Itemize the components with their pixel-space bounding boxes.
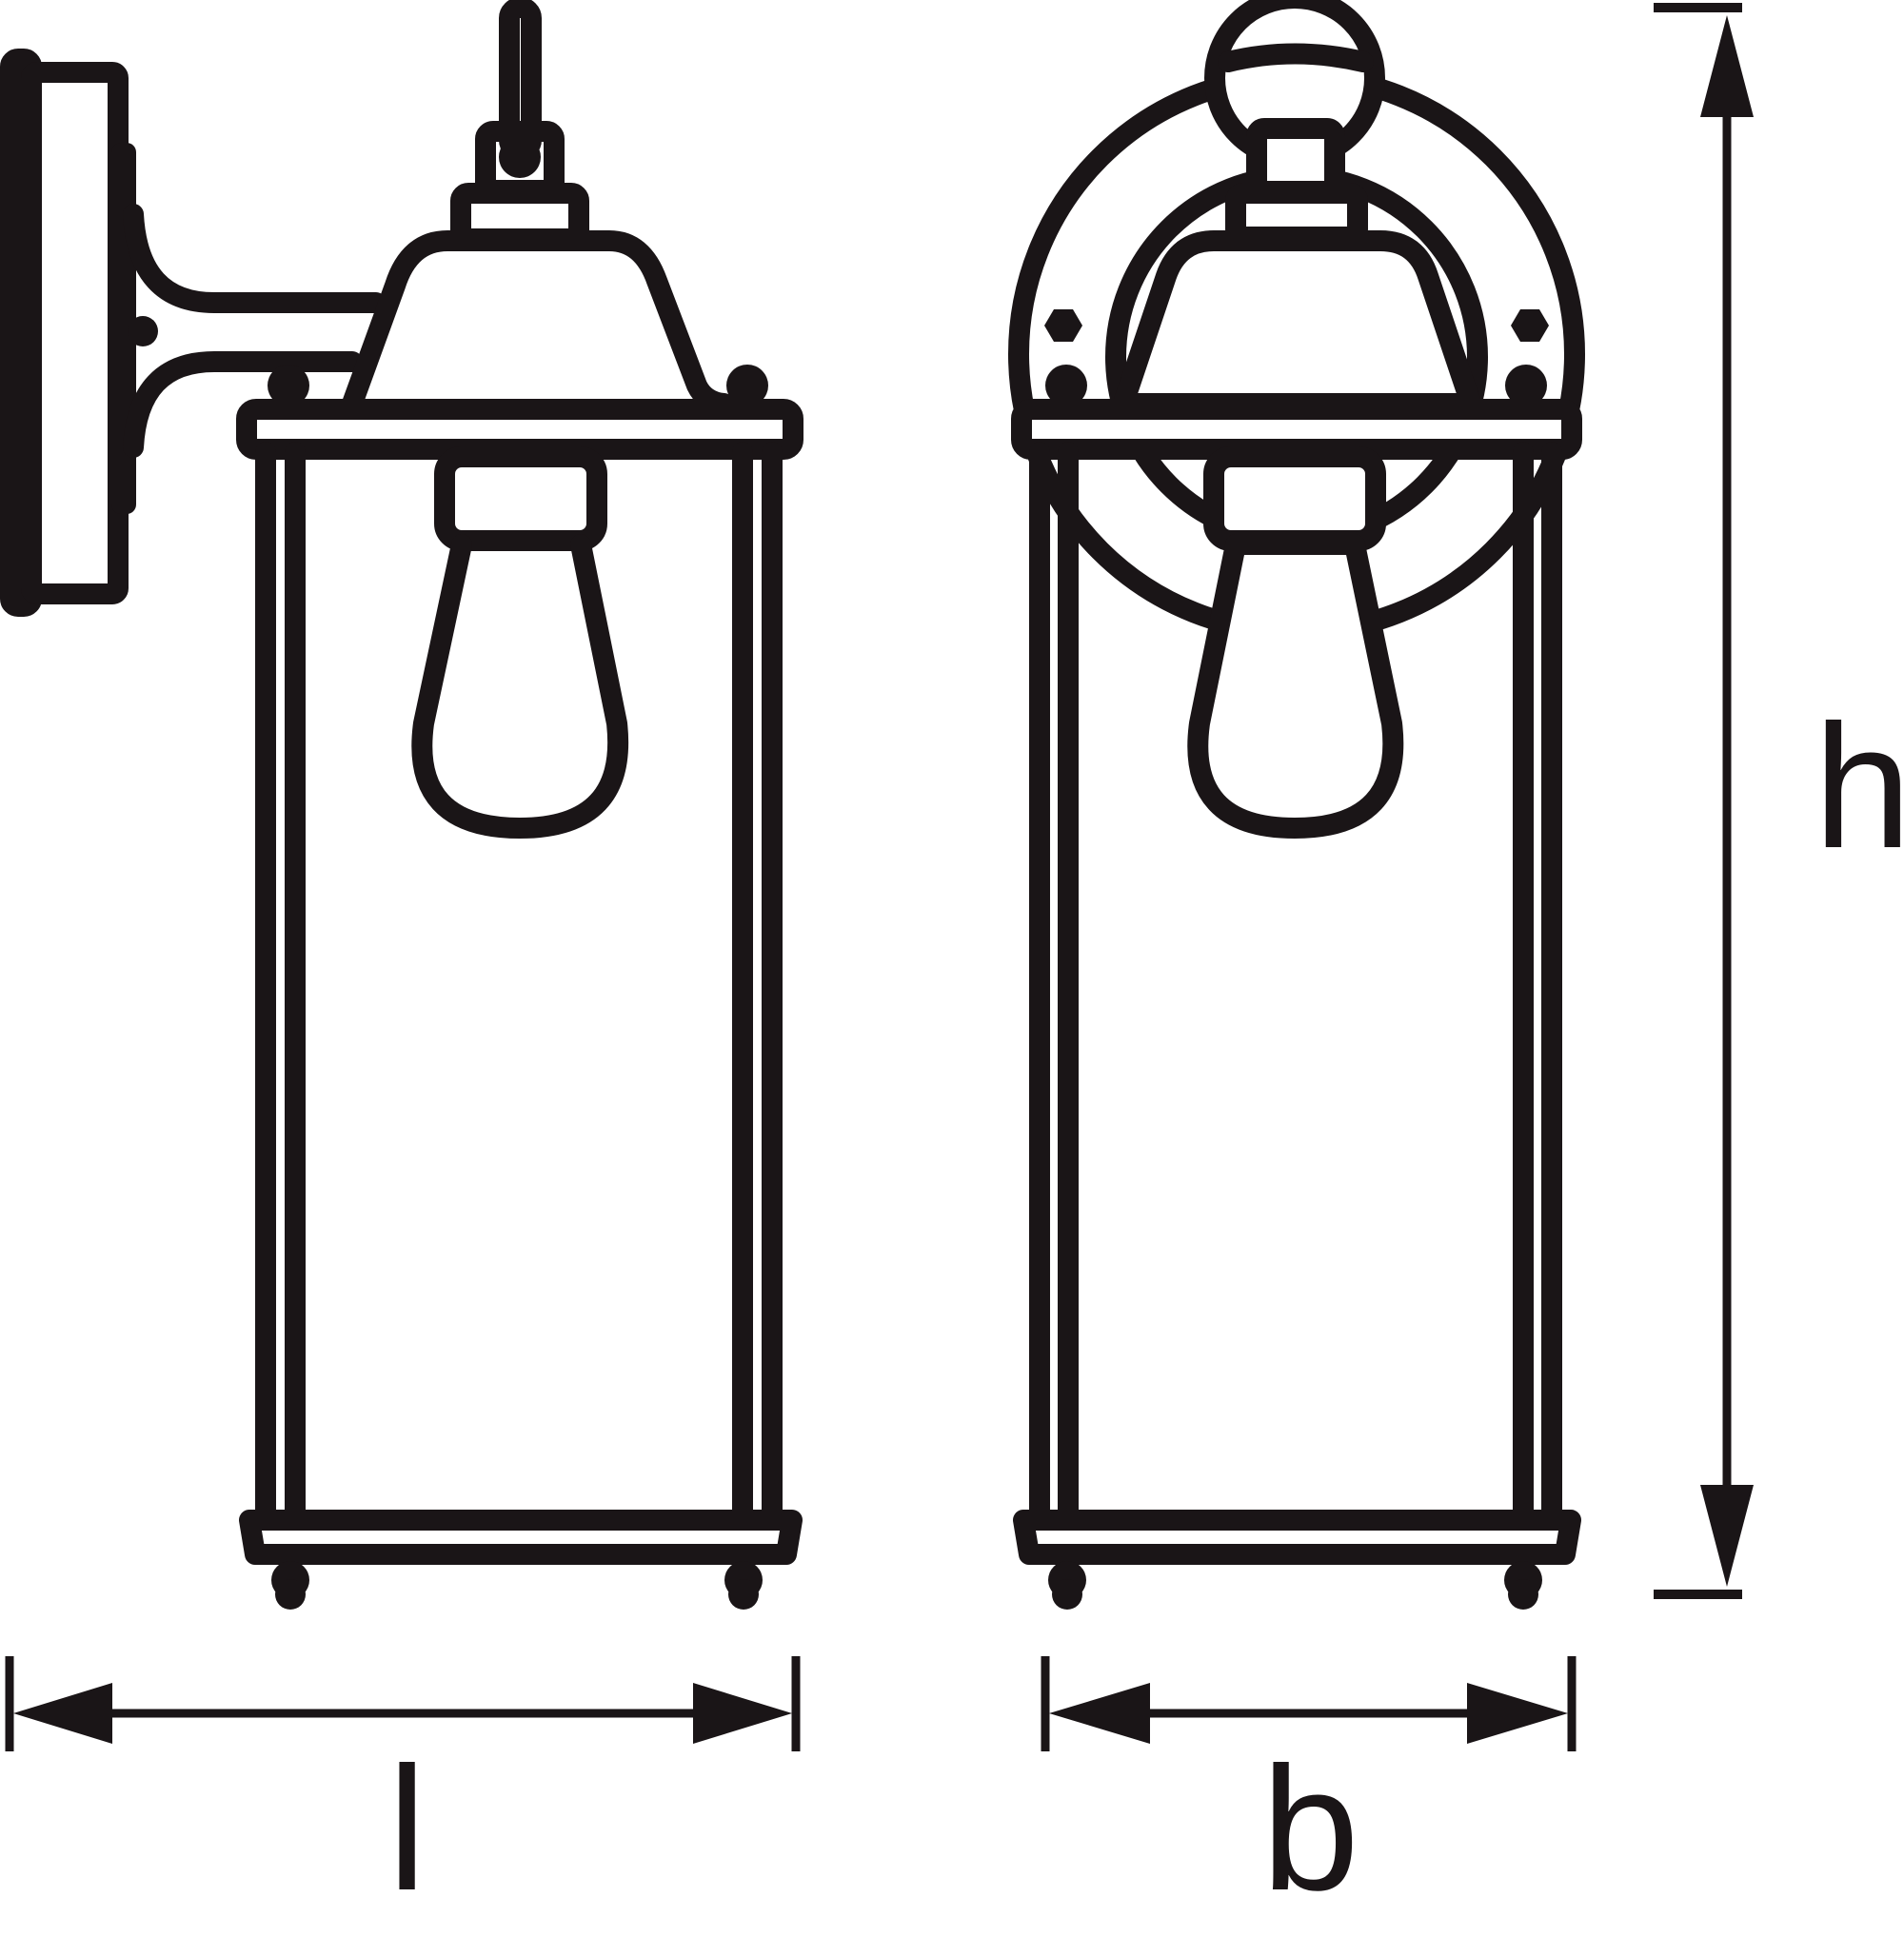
height-dimension-arrow (1654, 3, 1754, 1599)
bottom-frame-bar (1013, 1510, 1581, 1565)
hanging-hook (475, 0, 565, 201)
arrowhead-left-icon (1049, 1683, 1150, 1744)
front-view (1008, 0, 1585, 1610)
arrowhead-right-icon (1467, 1683, 1568, 1744)
hex-bolt-icon (1044, 309, 1082, 342)
arrowhead-right-icon (693, 1683, 792, 1744)
top-frame-bar (236, 399, 803, 460)
bolt-icon (726, 365, 768, 406)
lamp-socket (434, 446, 607, 551)
feet (271, 1561, 763, 1610)
bottom-frame-bar (239, 1510, 803, 1565)
wall-mount-plate (0, 49, 136, 617)
lantern-roof (1113, 230, 1481, 414)
arrowhead-down-icon (1700, 1485, 1754, 1587)
arrowhead-up-icon (1700, 15, 1754, 117)
arrowhead-left-icon (13, 1683, 112, 1744)
hex-bolt-icon (1511, 309, 1549, 342)
height-label: h (1814, 689, 1904, 885)
lamp-socket (1203, 446, 1386, 551)
frame-posts (1029, 442, 1562, 1529)
bolt-icon (268, 365, 309, 406)
lantern-roof (342, 230, 734, 414)
light-bulb (1187, 534, 1404, 839)
length-dimension-arrow (5, 1656, 801, 1751)
light-bulb (411, 534, 629, 839)
length-label: l (387, 1731, 427, 1927)
wall-arm (123, 204, 387, 458)
frame-posts (255, 442, 783, 1529)
side-view (0, 0, 803, 1610)
feet (1048, 1561, 1542, 1610)
width-dimension-arrow (1041, 1656, 1577, 1751)
top-frame-bar (1011, 399, 1582, 460)
width-label: b (1261, 1731, 1359, 1927)
